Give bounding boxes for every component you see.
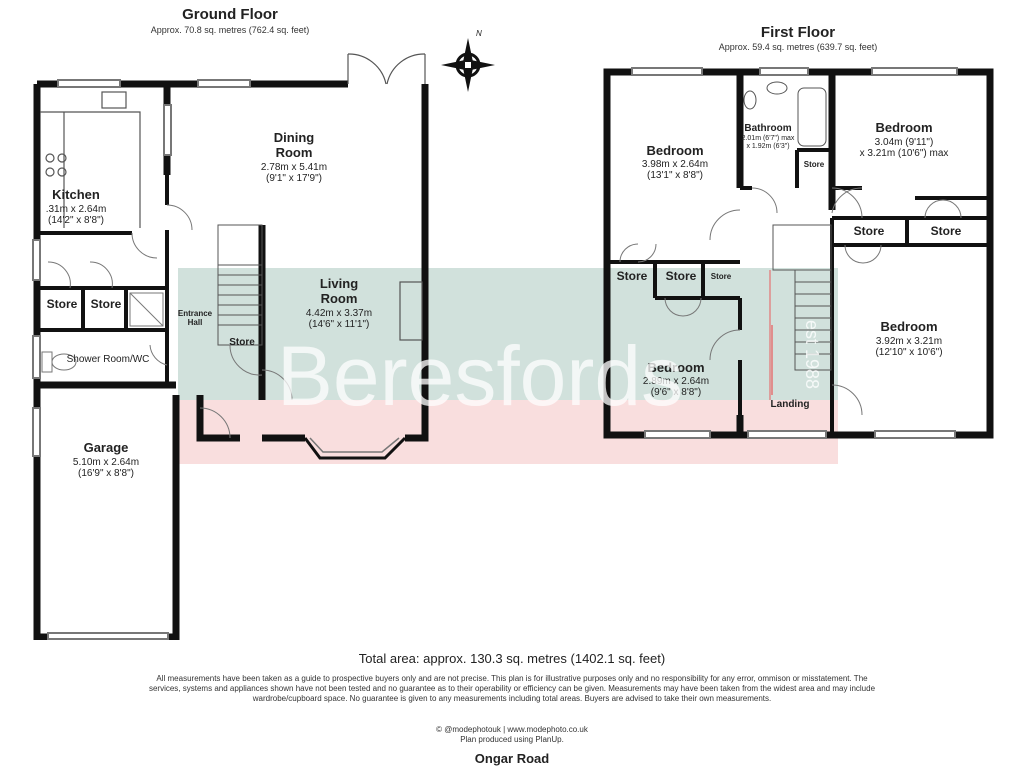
bathroom-dim-2: x 1.92m (6'3") bbox=[746, 143, 789, 150]
first-store-a: Store bbox=[617, 269, 648, 283]
shower-room-label: Shower Room/WC bbox=[67, 354, 150, 365]
landing-label: Landing bbox=[771, 399, 810, 410]
ground-floor-title: Ground Floor bbox=[182, 6, 278, 23]
kitchen-label: Kitchen bbox=[52, 187, 100, 202]
bathroom-label: Bathroom bbox=[744, 123, 791, 134]
total-area: Total area: approx. 130.3 sq. metres (14… bbox=[358, 651, 666, 666]
bathroom-dim-1: 2.01m (6'7") max bbox=[742, 135, 795, 142]
first-stairs bbox=[772, 224, 832, 371]
hall-store: Store bbox=[229, 337, 255, 348]
first-store-f: Store bbox=[931, 224, 962, 238]
french-doors bbox=[347, 53, 426, 85]
bedroom-3-imperial: (9'6" x 8'8") bbox=[651, 387, 701, 398]
first-store-c: Store bbox=[711, 272, 732, 281]
first-store-e: Store bbox=[854, 224, 885, 238]
bedroom-2-dim-1: 3.04m (9'11") bbox=[875, 137, 934, 148]
first-floor-title: First Floor bbox=[760, 24, 836, 41]
bedroom-4-metric: 3.92m x 3.21m bbox=[876, 336, 942, 347]
ground-floor-area: Approx. 70.8 sq. metres (762.4 sq. feet) bbox=[150, 25, 310, 35]
entrance-hall-label-2: Hall bbox=[188, 318, 203, 327]
first-store-d: Store bbox=[804, 160, 825, 169]
floor-plan: N bbox=[32, 29, 994, 640]
kitchen-imperial: (14'2" x 8'8") bbox=[48, 215, 104, 226]
first-floor-area: Approx. 59.4 sq. metres (639.7 sq. feet) bbox=[718, 42, 878, 52]
bedroom-4-label: Bedroom bbox=[880, 319, 937, 334]
ground-windows bbox=[32, 79, 251, 640]
bedroom-1-metric: 3.98m x 2.64m bbox=[642, 159, 708, 170]
kitchen-counter bbox=[40, 91, 141, 228]
credit-line-2: Plan produced using PlanUp. bbox=[460, 735, 564, 744]
first-doors bbox=[619, 187, 962, 416]
garage-imperial: (16'9" x 8'8") bbox=[78, 468, 134, 479]
ground-floor-inner-walls bbox=[37, 175, 169, 385]
living-room-metric: 4.42m x 3.37m bbox=[306, 308, 372, 319]
dining-room-metric: 2.78m x 5.41m bbox=[261, 162, 327, 173]
kitchen-store-1: Store bbox=[47, 297, 78, 311]
watermark-band bbox=[178, 268, 838, 400]
bedroom-4-imperial: (12'10" x 10'6") bbox=[875, 347, 942, 358]
living-room-label-2: Room bbox=[321, 291, 358, 306]
kitchen-metric: .31m x 2.64m bbox=[46, 204, 107, 215]
living-room-imperial: (14'6" x 11'1") bbox=[309, 319, 370, 330]
ground-stairs bbox=[217, 224, 263, 346]
disclaimer: All measurements have been taken as a gu… bbox=[148, 674, 876, 703]
bedroom-3-metric: 2.89m x 2.64m bbox=[643, 376, 709, 387]
fireplace bbox=[399, 281, 423, 341]
entrance-hall-label: Entrance bbox=[178, 309, 213, 318]
dining-room-label: Dining bbox=[274, 130, 314, 145]
living-room-label: Living bbox=[320, 276, 358, 291]
credit-line-1: © @modephotouk | www.modephoto.co.uk bbox=[436, 725, 588, 734]
compass-icon: N bbox=[441, 29, 495, 92]
compass-north-label: N bbox=[476, 29, 482, 38]
garage-label: Garage bbox=[84, 440, 129, 455]
kitchen-store-2: Store bbox=[91, 297, 122, 311]
ground-doors bbox=[41, 204, 293, 439]
bedroom-1-imperial: (13'1" x 8'8") bbox=[647, 170, 703, 181]
first-windows bbox=[631, 67, 958, 439]
watermark-est: est 1988 bbox=[802, 320, 822, 389]
bedroom-1-label: Bedroom bbox=[646, 143, 703, 158]
bedroom-2-dim-2: x 3.21m (10'6") max bbox=[860, 148, 949, 159]
dining-room-label-2: Room bbox=[276, 145, 313, 160]
first-store-b: Store bbox=[666, 269, 697, 283]
road-name: Ongar Road bbox=[474, 751, 550, 766]
dining-room-imperial: (9'1" x 17'9") bbox=[266, 173, 322, 184]
bedroom-3-label: Bedroom bbox=[647, 360, 704, 375]
bedroom-2-label: Bedroom bbox=[875, 120, 932, 135]
bay-window bbox=[303, 436, 407, 460]
garage-metric: 5.10m x 2.64m bbox=[73, 457, 139, 468]
watermark-logo: Beresfords bbox=[277, 329, 683, 423]
bathroom-fixtures bbox=[743, 81, 827, 147]
